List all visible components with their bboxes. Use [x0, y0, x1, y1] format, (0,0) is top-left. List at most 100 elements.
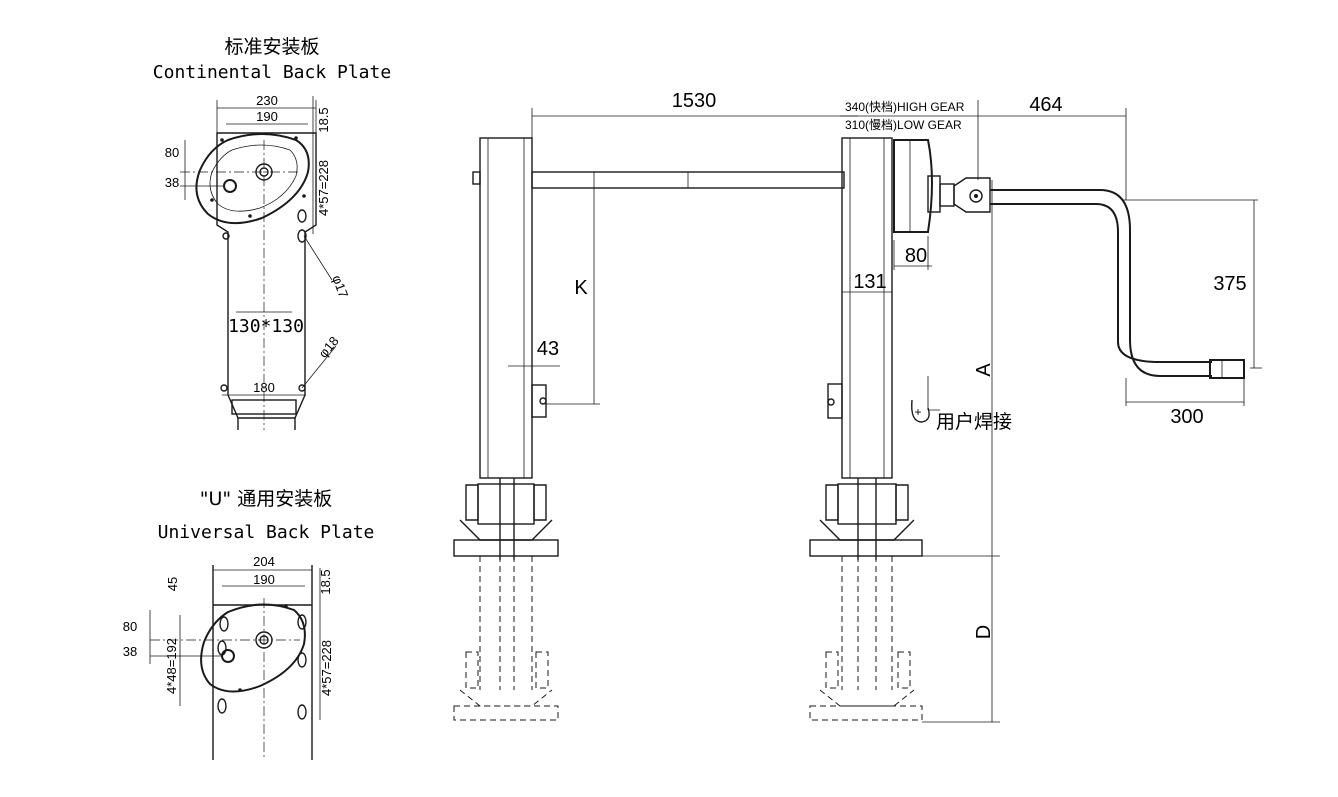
gearbox-hub	[939, 183, 955, 207]
dim-300: 300	[1170, 406, 1203, 428]
universal-back-plate: "U" 通用安装板 Universal Back Plate 204 190 4…	[123, 488, 375, 760]
dim-80: 80	[905, 245, 927, 267]
dim-phi17: φ17	[329, 273, 351, 300]
connector-pin-center	[974, 194, 978, 198]
bolt-dot	[302, 194, 306, 198]
crank-handle-outer	[990, 189, 1212, 377]
left-leg-lug	[472, 171, 481, 185]
left-foot-cheek	[533, 484, 547, 521]
crank-hole	[221, 649, 235, 663]
left-foot-pivot	[477, 483, 535, 525]
extended-foot-dashed	[825, 651, 839, 689]
extended-foot-dashed	[459, 689, 553, 707]
right-foot-gusset	[819, 519, 915, 541]
bracket-hole	[827, 398, 835, 406]
dim-131: 131	[853, 271, 886, 293]
left-foot-plate	[453, 539, 559, 557]
mount-hole	[222, 232, 230, 240]
right-leg-outer-tube	[841, 137, 893, 479]
weld-label: 用户焊接	[936, 411, 1012, 433]
slot-hole	[297, 209, 307, 223]
dim-4x57: 4*57=228	[319, 640, 334, 696]
left-foot-gusset	[459, 519, 553, 541]
continental-title-en: Continental Back Plate	[153, 62, 391, 83]
slot-hole	[297, 652, 307, 668]
landing-leg-assembly: 1530 340(快档)HIGH GEAR 310(慢档)LOW GEAR 46…	[453, 90, 1262, 723]
bolt-dot	[238, 688, 242, 692]
gear-high-label: 340(快档)HIGH GEAR	[845, 100, 965, 114]
slot-hole	[297, 614, 307, 630]
slot-hole	[297, 229, 307, 243]
bolt-dot	[284, 604, 288, 608]
right-gearbox-housing	[893, 139, 933, 233]
right-foot-cheek	[825, 484, 839, 521]
dim-80: 80	[123, 619, 137, 634]
bolt-dot	[248, 214, 252, 218]
dim-464: 464	[1029, 94, 1062, 116]
dim-130x130: 130*130	[228, 316, 304, 337]
extended-foot-dashed	[535, 651, 549, 689]
extended-foot-dashed	[819, 689, 915, 707]
crank-hole	[223, 179, 237, 193]
dim-4x57: 4*57=228	[316, 160, 331, 216]
extended-plate-dashed	[809, 705, 923, 721]
crank-connector	[953, 177, 991, 213]
dim-38: 38	[165, 175, 179, 190]
bracket-hole	[539, 397, 547, 405]
continental-gearbox	[195, 133, 310, 225]
connector-pin	[969, 189, 983, 203]
weld-plus: +	[914, 405, 921, 419]
bolt-dot	[220, 138, 224, 142]
slot-hole	[217, 698, 227, 714]
mount-hole	[220, 384, 228, 392]
universal-title-cn: "U" 通用安装板	[200, 488, 332, 510]
bolt-dot	[210, 198, 214, 202]
crank-handle-inner	[990, 203, 1212, 363]
dim-18-5: 18.5	[318, 569, 333, 594]
dim-A: A	[973, 363, 995, 377]
leader-phi18	[301, 345, 337, 389]
dim-18-5: 18.5	[316, 107, 331, 132]
gearbox-hub	[927, 175, 941, 213]
weld-leader	[927, 376, 940, 411]
universal-gearbox	[200, 603, 306, 693]
dim-4x48: 4*48=192	[164, 638, 179, 694]
slot-hole	[219, 616, 229, 632]
extended-foot-dashed	[465, 651, 479, 689]
right-foot-pivot	[837, 483, 897, 525]
dim-43: 43	[537, 338, 559, 360]
leader-phi17	[303, 235, 333, 281]
dim-phi18: φ18	[315, 334, 341, 361]
dim-375: 375	[1213, 273, 1246, 295]
dim-1530: 1530	[672, 90, 717, 112]
dim-190: 190	[256, 109, 278, 124]
universal-title-en: Universal Back Plate	[158, 522, 375, 543]
continental-back-plate: 标准安装板 Continental Back Plate 230 190	[153, 36, 391, 430]
dim-230: 230	[256, 93, 278, 108]
dim-45: 45	[165, 577, 180, 591]
extended-foot-dashed	[897, 651, 911, 689]
crank-grip	[1209, 359, 1245, 379]
dim-204: 204	[253, 554, 275, 569]
gear-low-label: 310(慢档)LOW GEAR	[845, 118, 962, 132]
slot-hole	[217, 640, 227, 656]
gearbox-inner	[209, 144, 298, 212]
dim-D: D	[973, 625, 995, 639]
dim-190: 190	[253, 572, 275, 587]
right-foot-cheek	[895, 484, 909, 521]
left-leg-outer-tube	[479, 137, 533, 479]
dim-80: 80	[165, 145, 179, 160]
weld-symbol-icon	[911, 399, 930, 423]
right-leg-bracket	[827, 383, 843, 419]
slot-hole	[297, 704, 307, 720]
right-foot-plate	[809, 539, 923, 557]
left-foot-cheek	[465, 484, 479, 521]
extended-plate-dashed	[453, 705, 559, 721]
dim-180: 180	[253, 380, 275, 395]
dim-38: 38	[123, 644, 137, 659]
mount-hole	[298, 384, 306, 392]
dim-K: K	[574, 277, 588, 299]
bolt-dot	[294, 136, 298, 140]
left-leg-bracket	[531, 384, 547, 418]
